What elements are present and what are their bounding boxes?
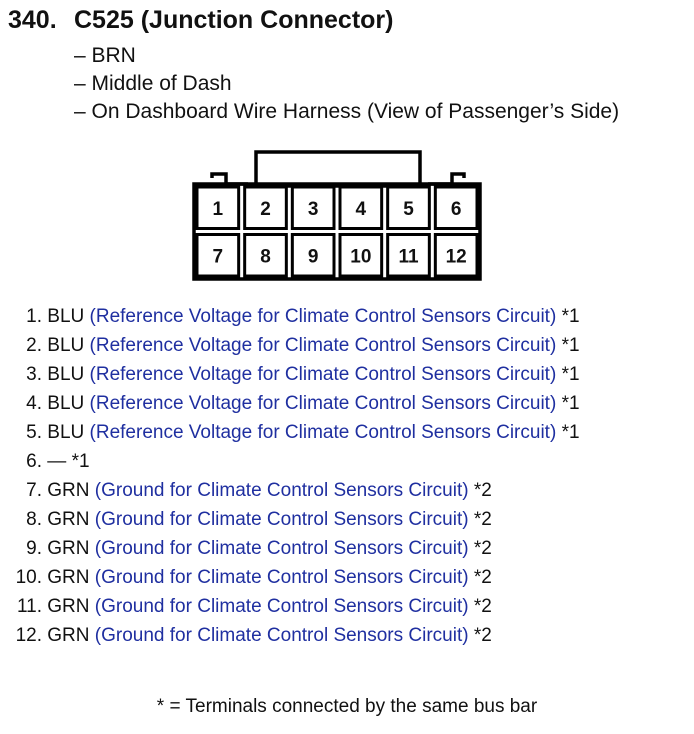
cavity-label-5: 5 [403, 199, 414, 220]
pin-number: 9. [26, 538, 42, 559]
bus-bar-note: *1 [561, 335, 580, 356]
pin-row-1: 1. BLU (Reference Voltage for Climate Co… [0, 304, 580, 330]
circuit-description: (Reference Voltage for Climate Control S… [89, 393, 557, 414]
bus-bar-note: *2 [473, 480, 492, 501]
pin-row-7: 7. GRN (Ground for Climate Control Senso… [0, 478, 492, 504]
cavity-12 [433, 233, 479, 278]
pin-number: 6. [26, 451, 42, 472]
wire-color: GRN [47, 625, 90, 646]
circuit-description: (Reference Voltage for Climate Control S… [89, 306, 557, 327]
wire-color: BLU [47, 422, 85, 443]
circuit-description: (Reference Voltage for Climate Control S… [89, 364, 557, 385]
pin-number: 3. [26, 364, 42, 385]
bus-bar-note: *1 [561, 393, 580, 414]
cavity-1 [195, 185, 241, 230]
cavity-2 [243, 185, 288, 230]
cavity-9 [290, 233, 336, 278]
pin-row-10: 10. GRN (Ground for Climate Control Sens… [0, 565, 492, 591]
cavity-label-1: 1 [213, 199, 224, 220]
pin-row-6: 6. — *1 [0, 449, 90, 475]
circuit-description: (Ground for Climate Control Sensors Circ… [94, 480, 469, 501]
bus-bar-note: *1 [561, 364, 580, 385]
pin-row-11: 11. GRN (Ground for Climate Control Sens… [0, 594, 492, 620]
circuit-description: (Ground for Climate Control Sensors Circ… [94, 567, 469, 588]
cavity-label-3: 3 [308, 199, 319, 220]
cavity-7 [195, 233, 241, 278]
pin-row-4: 4. BLU (Reference Voltage for Climate Co… [0, 391, 580, 417]
pin-number: 5. [26, 422, 42, 443]
wire-color: BLU [47, 335, 85, 356]
connector-number: 340. [8, 6, 57, 34]
detail-color: – BRN [74, 44, 136, 67]
bus-bar-note: *1 [71, 451, 90, 472]
connector-body [192, 182, 482, 281]
circuit-description: (Reference Voltage for Climate Control S… [89, 335, 557, 356]
circuit-description: (Ground for Climate Control Sensors Circ… [94, 509, 469, 530]
wire-color: BLU [47, 364, 85, 385]
circuit-description: (Ground for Climate Control Sensors Circ… [94, 596, 469, 617]
wire-color: GRN [47, 538, 90, 559]
pin-number: 10. [15, 567, 42, 588]
pin-number: 12. [15, 625, 42, 646]
wire-color: GRN [47, 596, 90, 617]
bus-bar-note: *2 [473, 538, 492, 559]
connector-name: C525 (Junction Connector) [74, 6, 394, 34]
pin-number: 7. [26, 480, 42, 501]
pin-number: 1. [26, 306, 42, 327]
bus-bar-footnote: * = Terminals connected by the same bus … [156, 696, 538, 717]
pin-number: 8. [26, 509, 42, 530]
cavity-8 [243, 233, 288, 278]
cavity-label-11: 11 [398, 246, 419, 267]
cavity-label-4: 4 [356, 199, 367, 220]
wire-color: GRN [47, 480, 90, 501]
bus-bar-note: *1 [561, 422, 580, 443]
wire-color: — [47, 451, 67, 472]
cavity-5 [386, 185, 431, 230]
wire-color: GRN [47, 509, 90, 530]
cavity-6 [433, 185, 479, 230]
cavity-label-10: 10 [350, 246, 371, 267]
cavity-label-7: 7 [213, 246, 224, 267]
page-title: 340. C525 (Junction Connector) [8, 6, 393, 35]
pin-row-9: 9. GRN (Ground for Climate Control Senso… [0, 536, 492, 562]
bus-bar-note: *2 [473, 567, 492, 588]
cavity-label-9: 9 [308, 246, 319, 267]
pin-row-3: 3. BLU (Reference Voltage for Climate Co… [0, 362, 580, 388]
pin-number: 2. [26, 335, 42, 356]
wire-color: BLU [47, 393, 85, 414]
circuit-description: (Ground for Climate Control Sensors Circ… [94, 538, 469, 559]
cavity-label-12: 12 [446, 246, 467, 267]
pin-row-2: 2. BLU (Reference Voltage for Climate Co… [0, 333, 580, 359]
cavity-label-6: 6 [451, 199, 462, 220]
pin-number: 11. [16, 596, 42, 617]
cavity-label-8: 8 [260, 246, 271, 267]
wire-color: GRN [47, 567, 90, 588]
cavity-11 [386, 233, 431, 278]
circuit-description: (Reference Voltage for Climate Control S… [89, 422, 557, 443]
connector-locking-tab [254, 150, 422, 188]
connector-details: – BRN – Middle of Dash – On Dashboard Wi… [74, 42, 619, 126]
detail-location: – Middle of Dash [74, 72, 232, 95]
pin-row-5: 5. BLU (Reference Voltage for Climate Co… [0, 420, 580, 446]
bus-bar-note: *2 [473, 509, 492, 530]
bus-bar-note: *2 [473, 596, 492, 617]
bus-bar-note: *2 [473, 625, 492, 646]
detail-harness: – On Dashboard Wire Harness (View of Pas… [74, 100, 620, 123]
cavity-4 [338, 185, 384, 230]
wire-color: BLU [47, 306, 85, 327]
pin-row-12: 12. GRN (Ground for Climate Control Sens… [0, 623, 492, 649]
cavity-10 [338, 233, 384, 278]
bus-bar-note: *1 [561, 306, 580, 327]
cavity-3 [290, 185, 336, 230]
cavity-label-2: 2 [260, 199, 271, 220]
pin-number: 4. [26, 393, 42, 414]
circuit-description: (Ground for Climate Control Sensors Circ… [94, 625, 469, 646]
pin-row-8: 8. GRN (Ground for Climate Control Senso… [0, 507, 492, 533]
